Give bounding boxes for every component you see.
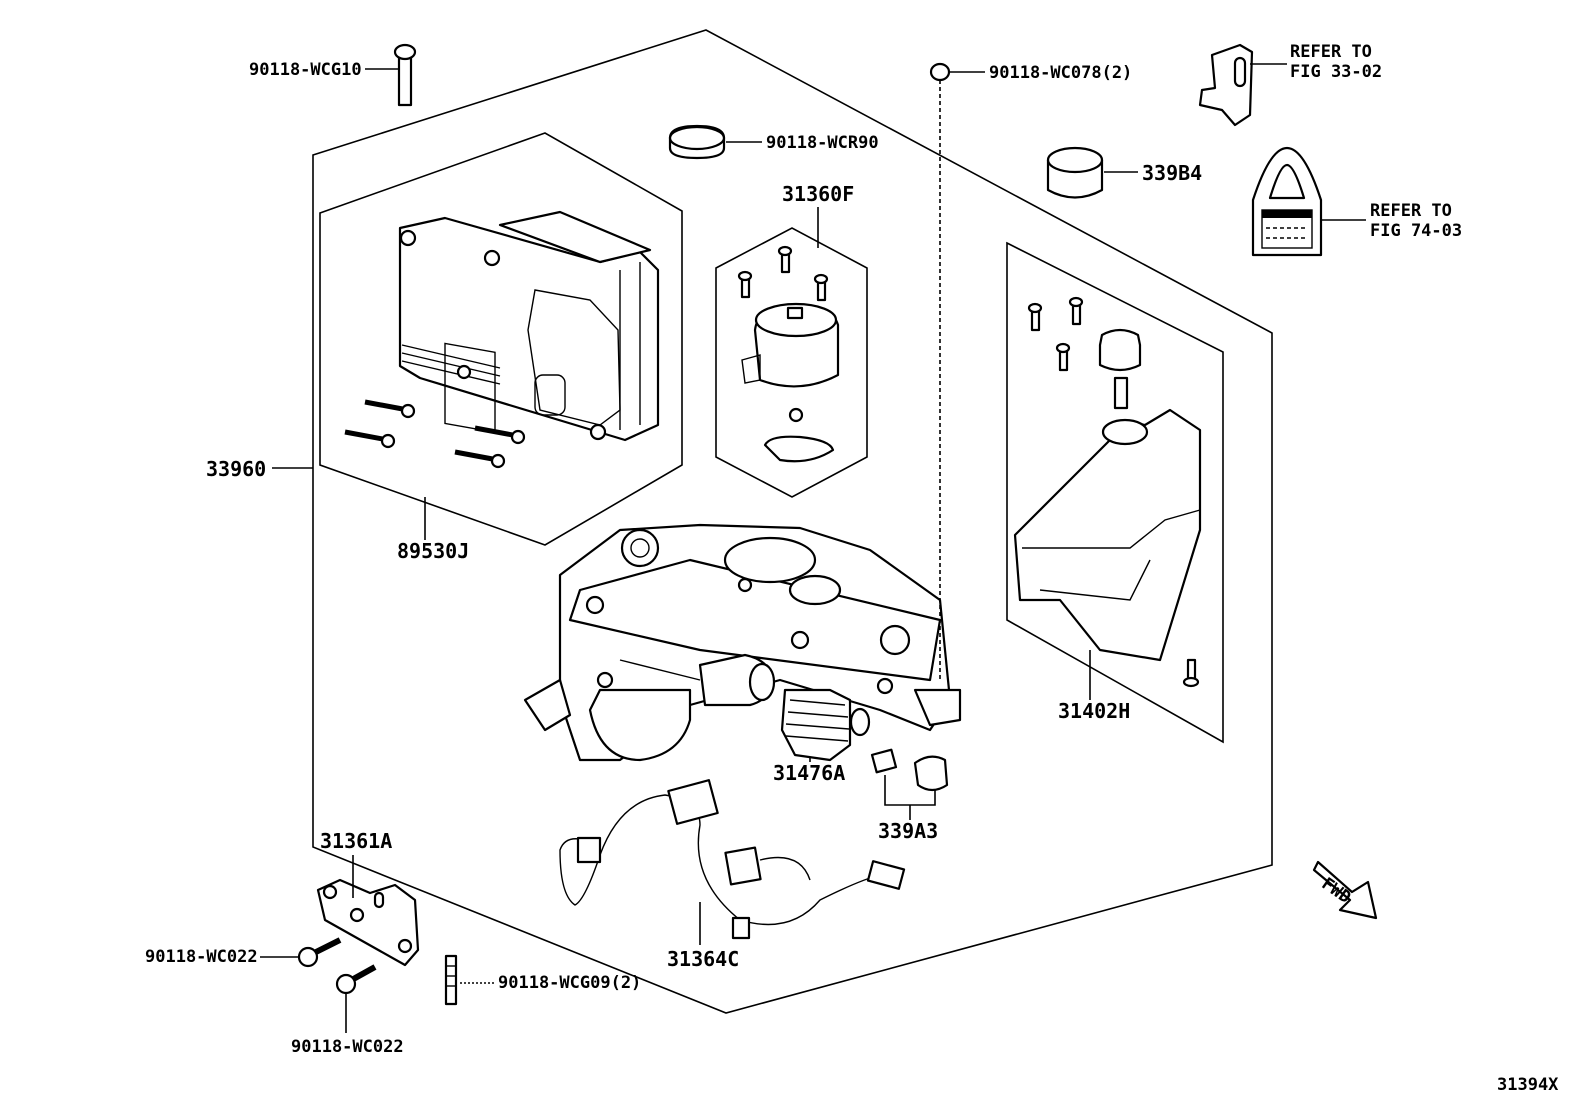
ecu-module-drawing	[344, 210, 660, 469]
bracket-drawing	[316, 878, 420, 967]
label-bolt-bottom: 90118-WC022	[291, 1037, 404, 1057]
bolt-bottom-drawing	[335, 964, 377, 995]
label-stud: 90118-WCG09(2)	[498, 973, 641, 993]
motor-drawing	[737, 245, 840, 463]
label-bracket: 31361A	[320, 829, 392, 853]
assembly-boundary	[312, 29, 1273, 1014]
leader-lines	[260, 63, 1366, 1033]
reservoir-drawing	[1013, 296, 1202, 688]
label-assembly: 33960	[206, 457, 266, 481]
label-ecu: 89530J	[397, 539, 469, 563]
refer-bracket-drawing	[1198, 43, 1254, 127]
label-boot: 31476A	[773, 761, 845, 785]
label-refer-tag-2: FIG 74-03	[1370, 221, 1462, 241]
label-reservoir: 31402H	[1058, 699, 1130, 723]
bolt-top-drawing	[393, 43, 417, 107]
fwd-arrow: FWD	[1312, 860, 1378, 920]
sensor-kit-drawing	[870, 748, 949, 806]
boot-drawing	[780, 688, 871, 762]
label-bolt-left: 90118-WC022	[145, 947, 258, 967]
label-sensor-kit: 339A3	[878, 819, 938, 843]
label-refer-bracket-2: FIG 33-02	[1290, 62, 1382, 82]
seal-ring-drawing	[668, 124, 726, 160]
label-bolt-top: 90118-WCG10	[249, 60, 362, 80]
cap-drawing	[1046, 146, 1104, 199]
label-cap: 339B4	[1142, 161, 1202, 185]
hydraulic-unit-drawing	[523, 523, 962, 762]
bolt-left-drawing	[297, 937, 342, 968]
motor-kit-boundary	[715, 227, 868, 498]
label-seal-ring: 90118-WCR90	[766, 133, 879, 153]
stud-drawing	[444, 954, 458, 1006]
label-figure-id: 31394X	[1497, 1075, 1559, 1095]
label-refer-bracket-1: REFER TO	[1290, 42, 1372, 62]
label-nut-top: 90118-WC078(2)	[989, 63, 1132, 83]
ecu-boundary	[319, 132, 683, 546]
harness-drawing	[559, 779, 906, 940]
label-refer-tag-1: REFER TO	[1370, 201, 1452, 221]
nut-top-drawing	[929, 62, 951, 680]
reservoir-boundary	[1006, 241, 1224, 744]
refer-tag-drawing	[1251, 146, 1323, 257]
label-motor-kit: 31360F	[782, 182, 854, 206]
label-harness: 31364C	[667, 947, 739, 971]
